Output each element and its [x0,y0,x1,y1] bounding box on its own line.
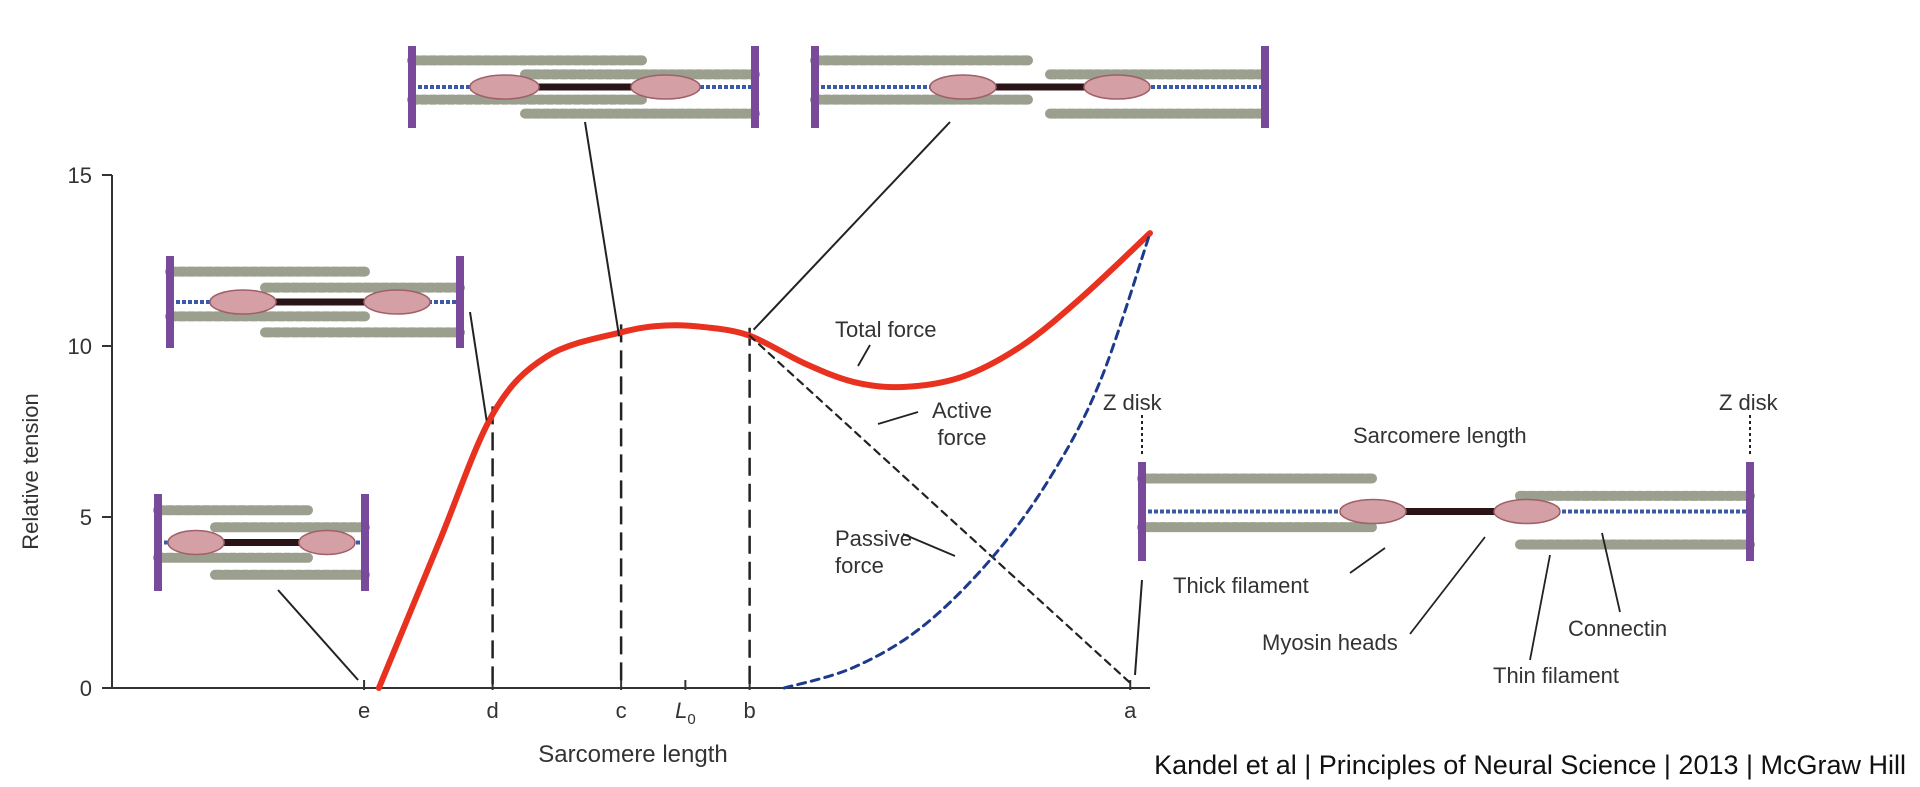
z-disk-left-label: Z disk [1103,390,1163,415]
diagram-leader-2 [584,121,621,337]
x-tick-label-b: b [744,698,756,723]
thick-filament-label: Thick filament [1173,573,1309,598]
sarcomere-a [1137,462,1755,561]
y-tick-label-5: 5 [80,505,92,530]
sarcomere-c-myosin-right [630,74,701,100]
annotation-total-force: Total force [835,317,937,342]
y-tick-label-15: 15 [68,163,92,188]
x-tick-label-e: e [358,698,370,723]
sarcomere-c [407,46,760,128]
chart-series [375,230,1153,691]
x-tick-label-d: d [486,698,498,723]
sarcomere-a-myosin-left [1339,498,1407,525]
diagram-leader-0 [277,589,359,681]
thin-filament-label: Thin filament [1493,663,1619,688]
diagram-leader-3 [752,121,951,331]
sarcomere-e [153,494,370,591]
sarcomere-d [165,256,465,348]
myosin-heads-label: Myosin heads [1262,630,1398,655]
thick-filament-leader [1349,547,1386,574]
annotation-leader-passive-force [902,533,956,557]
annotation-leader-total-force [857,344,871,367]
connectin-label: Connectin [1568,616,1667,641]
sarcomere-diagrams [153,46,1755,681]
connectin-leader [1601,532,1621,613]
annotation-leader-active-force [877,411,919,425]
diagram-leader-1 [469,311,488,421]
y-tick-label-10: 10 [68,334,92,359]
z-disk-to-axis-leader [1134,579,1143,676]
sarcomere-d-myosin-right [363,289,431,315]
thin-filament-leader [1529,554,1551,661]
sarcomere-c-myosin-left [469,74,540,100]
series-passive-force [782,231,1152,690]
sarcomere-e-myosin-left [167,529,225,556]
sarcomere-a-myosin-right [1493,498,1561,525]
sarcomere-length-diagram-label: Sarcomere length [1353,423,1527,448]
sarcomere-e-myosin-right [298,529,356,556]
series-active-force [748,334,1132,684]
sarcomere-labels: Z disk Z disk Sarcomere length Thick fil… [1103,390,1779,688]
y-axis-title: Relative tension [18,393,43,550]
z-disk-right-label: Z disk [1719,390,1779,415]
chart-guides [491,324,751,688]
y-tick-label-0: 0 [80,676,92,701]
x-tick-label-c: c [616,698,627,723]
x-axis-title: Sarcomere length [538,741,727,768]
x-tick-label-L: L0 [675,698,696,728]
series-total-force [375,230,1153,691]
sarcomere-d-myosin-left [209,289,277,315]
citation: Kandel et al | Principles of Neural Scie… [1154,750,1906,780]
myosin-heads-leader [1409,536,1486,635]
sarcomere-b-myosin-right [1083,74,1151,100]
sarcomere-b [810,46,1270,128]
x-tick-label-a: a [1124,698,1137,723]
sarcomere-b-myosin-left [929,74,997,100]
